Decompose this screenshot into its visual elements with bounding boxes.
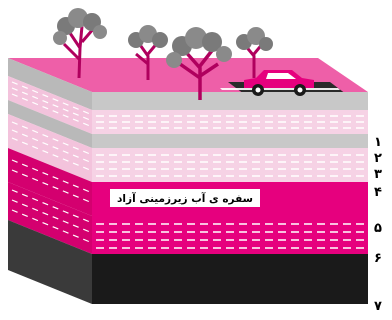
aquifer-label: سفره ی آب زیرزمینی آزاد <box>117 192 253 205</box>
layer-number-6: ۶ <box>374 251 382 266</box>
layer-number-3: ۳ <box>374 167 382 182</box>
layer-number-2: ۲ <box>374 151 382 166</box>
layer-number-7: ۷ <box>374 299 382 314</box>
aquifer-label-box: سفره ی آب زیرزمینی آزاد <box>110 189 260 207</box>
layer-number-4: ۴ <box>374 185 382 200</box>
layer-number-1: ۱ <box>374 135 382 150</box>
layer-number-5: ۵ <box>374 221 382 236</box>
